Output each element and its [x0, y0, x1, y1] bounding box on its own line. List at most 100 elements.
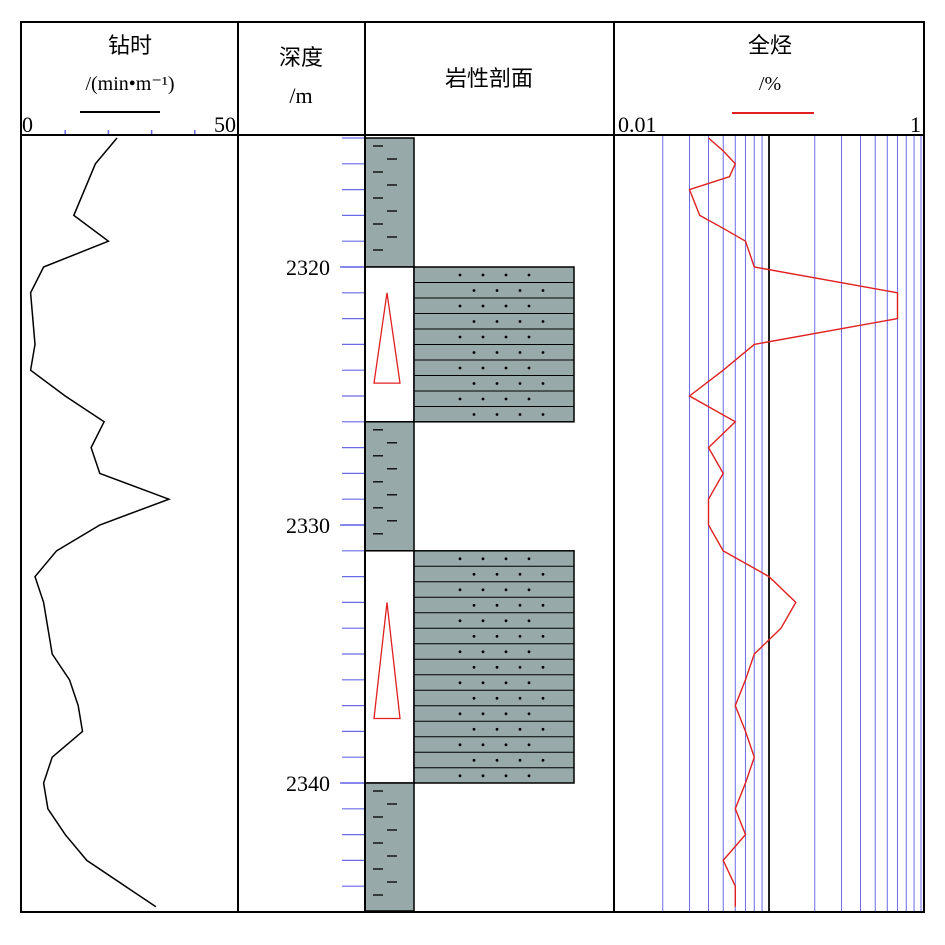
depth-title: 深度 — [279, 46, 323, 71]
mudstone-layer — [364, 782, 415, 912]
sandstone-grain — [481, 304, 485, 308]
sandstone-grain — [458, 273, 462, 277]
sandstone-grain — [527, 273, 531, 277]
sandstone-grain — [458, 650, 462, 654]
sandstone-grain — [504, 619, 508, 623]
depth-label: 2330 — [286, 513, 330, 538]
sandstone-grain — [472, 351, 476, 354]
sandstone-grain — [481, 557, 485, 561]
sandstone-grain — [541, 382, 545, 385]
sandstone-indicator-cell — [364, 266, 415, 423]
sandstone-grain — [481, 712, 485, 716]
sandstone-grain — [481, 774, 485, 778]
sandstone-grain — [527, 774, 531, 778]
total-hydrocarbon-curve — [688, 137, 899, 907]
sandstone-grain — [518, 665, 522, 669]
sandstone-grain — [541, 696, 545, 700]
sandstone-grain — [495, 413, 499, 416]
sandstone-grain — [527, 588, 531, 592]
sandstone-grain — [518, 382, 522, 385]
sandstone-grain — [472, 413, 476, 416]
drill-time-title: 钻时 — [108, 34, 152, 59]
sandstone-grain — [481, 681, 485, 685]
sandstone-grain — [472, 382, 476, 385]
sandstone-grain — [527, 304, 531, 308]
sandstone-grain — [541, 413, 545, 416]
sandstone-grain — [458, 712, 462, 716]
sandstone-grain — [495, 634, 499, 638]
sandstone-grain — [472, 603, 476, 607]
sandstone-grain — [504, 397, 508, 401]
hydrocarbon-log-grid — [662, 136, 922, 911]
sandstone-grain — [458, 774, 462, 778]
sandstone-grain — [527, 335, 531, 339]
sandstone-grain — [527, 619, 531, 623]
sandstone-layer — [413, 550, 575, 784]
sandstone-grain — [518, 351, 522, 354]
drill-time-curve — [29, 137, 172, 908]
sandstone-grain — [504, 743, 508, 747]
sandstone-grain — [504, 366, 508, 370]
hydrocarbon-min-label: 0.01 — [618, 112, 657, 137]
depth-unit: /m — [289, 83, 312, 108]
drill-time-unit: /(min•m⁻¹) — [85, 73, 174, 95]
sandstone-grain — [541, 572, 545, 576]
sandstone-grain — [481, 619, 485, 623]
sandstone-grain — [541, 727, 545, 731]
sandstone-grain — [527, 397, 531, 401]
depth-label: 2320 — [286, 255, 330, 280]
sandstone-grain — [458, 335, 462, 339]
sandstone-grain — [518, 289, 522, 292]
sandstone-grain — [504, 557, 508, 561]
sandstone-grain — [504, 273, 508, 277]
sandstone-grain — [495, 758, 499, 762]
drill-time-min-label: 0 — [22, 112, 33, 137]
sandstone-grain — [472, 665, 476, 669]
sandstone-grain — [527, 650, 531, 654]
sandstone-grain — [527, 557, 531, 561]
sandstone-grain — [541, 634, 545, 638]
data-series — [29, 137, 899, 908]
sandstone-grain — [472, 727, 476, 731]
sandstone-grain — [481, 366, 485, 370]
sandstone-grain — [541, 320, 545, 323]
depth-label: 2340 — [286, 771, 330, 796]
sandstone-grain — [472, 634, 476, 638]
sandstone-grain — [541, 665, 545, 669]
sandstone-grain — [504, 650, 508, 654]
sandstone-grain — [481, 588, 485, 592]
sandstone-grain — [504, 304, 508, 308]
sandstone-grain — [472, 572, 476, 576]
sandstone-grain — [527, 681, 531, 685]
sandstone-grain — [518, 413, 522, 416]
sandstone-grain — [541, 351, 545, 354]
sandstone-grain — [518, 727, 522, 731]
sandstone-grain — [458, 619, 462, 623]
sandstone-grain — [495, 572, 499, 576]
sandstone-grain — [472, 320, 476, 323]
sandstone-grain — [458, 397, 462, 401]
fining-upward-triangle — [373, 602, 401, 720]
sandstone-grain — [504, 774, 508, 778]
hydrocarbon-unit: /% — [759, 73, 781, 95]
sandstone-grain — [481, 743, 485, 747]
sandstone-grain — [458, 743, 462, 747]
sandstone-grain — [495, 665, 499, 669]
hydrocarbon-max-label: 1 — [910, 112, 921, 137]
sandstone-grain — [541, 758, 545, 762]
sandstone-grain — [458, 681, 462, 685]
sandstone-grain — [495, 727, 499, 731]
sandstone-grain — [504, 712, 508, 716]
sandstone-grain — [458, 304, 462, 308]
sandstone-grain — [495, 351, 499, 354]
sandstone-grain — [527, 366, 531, 370]
sandstone-grain — [495, 603, 499, 607]
chart-frame — [20, 21, 925, 913]
drill-time-max-label: 50 — [214, 112, 236, 137]
sandstone-grain — [541, 289, 545, 292]
mudstone-layer — [364, 137, 415, 268]
sandstone-grain — [458, 588, 462, 592]
sandstone-grain — [518, 696, 522, 700]
hydrocarbon-title: 全烃 — [748, 34, 792, 59]
